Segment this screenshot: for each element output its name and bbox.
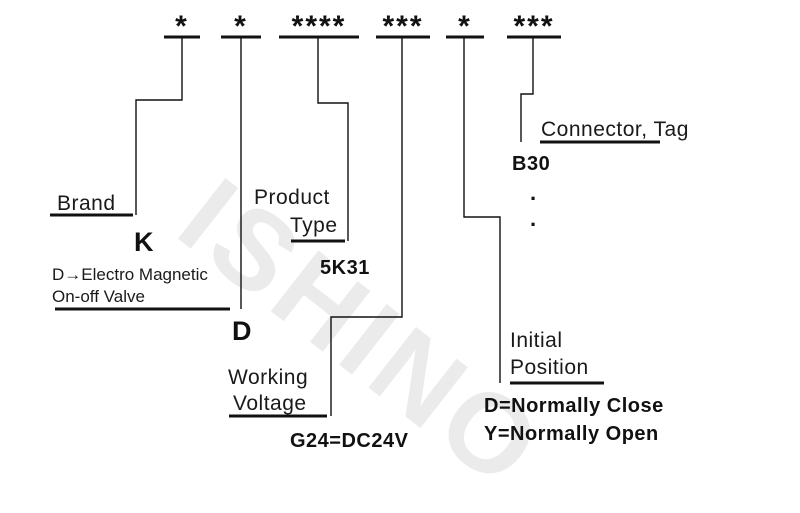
initial-position-option-1: D=Normally Close [484, 395, 664, 417]
working-voltage-value: G24=DC24V [290, 430, 409, 452]
product-type-leader [317, 37, 349, 241]
connector-value: B30 [512, 153, 551, 175]
working-voltage-leader [330, 37, 403, 416]
code-segment-4: *** [382, 10, 424, 43]
initial-position-label-line1: Initial [510, 329, 563, 352]
connector-dot-2: . [530, 206, 537, 231]
code-segment-3: **** [291, 10, 347, 43]
product-type-label-line1: Product [254, 186, 330, 209]
code-segment-6: *** [513, 10, 555, 43]
model-code-diagram: ISHINO * * **** ** [50, 10, 689, 513]
brand-leader [135, 37, 183, 215]
code-segment-2: * [234, 10, 248, 43]
initial-position-leader [463, 37, 501, 383]
valve-label-line2: On-off Valve [52, 287, 145, 306]
product-type-label-line2: Type [290, 214, 338, 237]
connector-leader [520, 37, 534, 142]
initial-position-label-line2: Position [510, 356, 589, 379]
initial-position-option-2: Y=Normally Open [484, 423, 659, 445]
product-type-value: 5K31 [320, 257, 370, 279]
valve-value: D [232, 316, 252, 346]
brand-value: K [134, 227, 154, 257]
working-voltage-label-line2: Voltage [233, 392, 307, 415]
working-voltage-label-line1: Working [228, 366, 309, 389]
valve-label-line1: D→Electro Magnetic [52, 265, 208, 284]
connector-dot-1: . [530, 180, 537, 205]
code-segment-5: * [458, 10, 472, 43]
connector-lines [50, 35, 660, 418]
code-segment-1: * [175, 10, 189, 43]
connector-label: Connector, Tag [541, 118, 689, 141]
brand-label: Brand [57, 192, 116, 215]
